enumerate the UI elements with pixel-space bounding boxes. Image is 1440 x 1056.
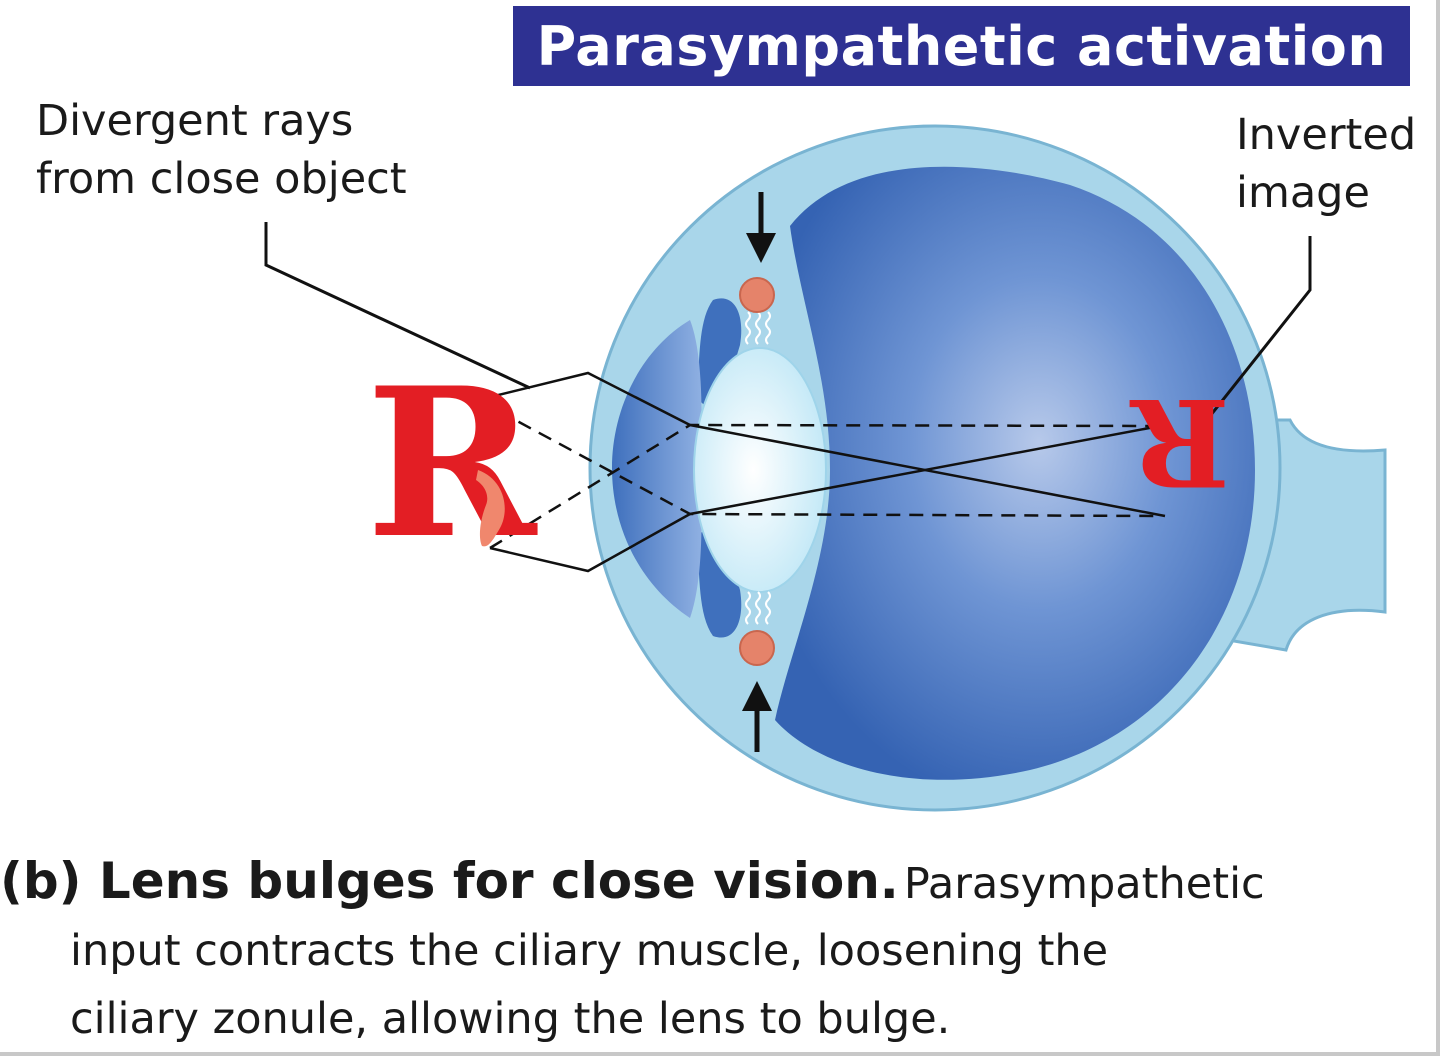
activation-banner: Parasympathetic activation: [513, 6, 1410, 86]
caption-line-2: input contracts the ciliary muscle, loos…: [70, 926, 1109, 976]
svg-text:R: R: [1129, 371, 1230, 512]
caption-heading: (b) Lens bulges for close vision.: [0, 852, 899, 910]
iris-upper: [697, 298, 742, 406]
object-letter: R: [366, 344, 538, 584]
ciliary-muscle-lower: [739, 630, 775, 666]
ciliary-zonule-upper: [745, 311, 771, 345]
divergent-label-line-2: from close object: [36, 154, 407, 204]
inverted-image-letter: R: [1129, 371, 1230, 512]
inverted-label-line-2: image: [1236, 168, 1370, 218]
caption-line-1-rest: Parasympathetic: [903, 859, 1265, 909]
ciliary-zonule-lower: [745, 591, 771, 625]
anterior-chamber: [612, 320, 702, 618]
leader-line-inverted: [1193, 236, 1312, 436]
caption-line-1: (b) Lens bulges for close vision. Parasy…: [0, 852, 1265, 910]
divergent-rays-label: Divergent rays from close object: [36, 92, 407, 208]
light-rays-dashed: [477, 398, 1161, 550]
divergent-label-line-1: Divergent rays: [36, 96, 354, 146]
lens: [693, 347, 827, 593]
iris-lower: [697, 529, 742, 638]
light-rays-solid: [477, 371, 1166, 573]
banner-text: Parasympathetic activation: [536, 14, 1387, 78]
inverted-image-label: Inverted image: [1236, 106, 1416, 222]
inverted-label-line-1: Inverted: [1236, 110, 1417, 160]
svg-text:R: R: [366, 344, 538, 584]
letter-leg-highlight: [476, 470, 505, 547]
ciliary-muscle-upper: [739, 277, 775, 313]
vitreous-chamber: [775, 166, 1255, 780]
leader-line-divergent: [264, 222, 531, 390]
caption-line-3: ciliary zonule, allowing the lens to bul…: [70, 994, 951, 1044]
